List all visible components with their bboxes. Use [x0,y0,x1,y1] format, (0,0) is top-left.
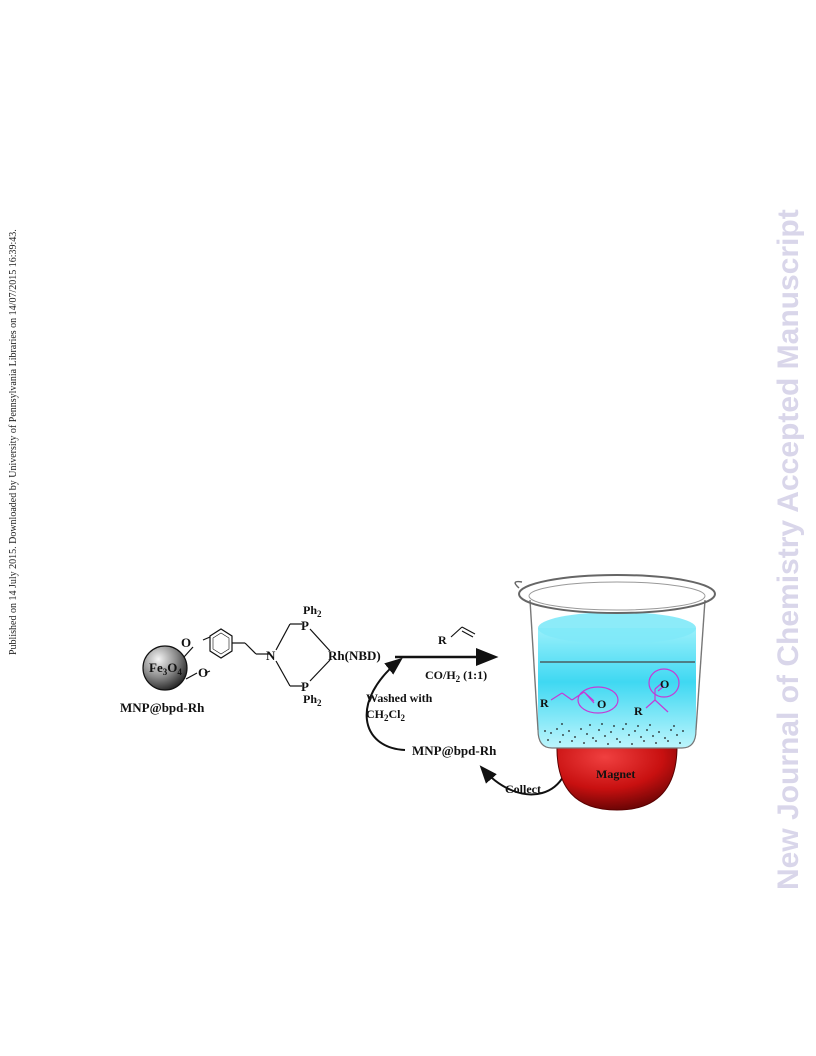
branched-product-oxygen: O [660,677,669,691]
wash-line2: CH2Cl2 [366,707,406,723]
magnet: Magnet [556,743,678,811]
rhodium-label: Rh(NBD) [328,648,381,663]
beaker [514,574,716,749]
branched-aldehyde-product [645,668,680,713]
ligand-structure [183,623,331,687]
atom-nitrogen: N [266,648,276,663]
atom-phosphorus-1: P [301,618,309,633]
fe3o4-nanoparticle: Fe3O4 [142,645,188,691]
olefin-substrate [450,626,476,638]
ph2-label-1: Ph2 [303,603,322,619]
reaction-conditions: CO/H2 (1:1) [425,668,487,684]
atom-phosphorus-2: P [301,679,309,694]
substrate-r-label: R [438,633,447,647]
branched-product-r-label: R [634,704,643,718]
ph2-label-2: Ph2 [303,692,322,708]
core-label: Fe3O4 [149,660,182,677]
linear-product-r-label: R [540,696,549,710]
nanoparticle-sphere [142,645,188,691]
recycled-catalyst-label: MNP@bpd-Rh [412,743,497,758]
catalyst-label: MNP@bpd-Rh [120,700,205,715]
linear-product-oxygen: O [597,697,606,711]
collect-label: Collect [505,782,541,796]
nanoparticle-dust [544,723,684,745]
recycle-arrow [365,657,406,751]
wash-line1: Washed with [366,691,433,705]
atom-oxygen-1: O [181,635,191,650]
linear-aldehyde-product [550,686,619,714]
atom-oxygen-2: O [198,665,208,680]
magnet-label: Magnet [596,767,635,781]
